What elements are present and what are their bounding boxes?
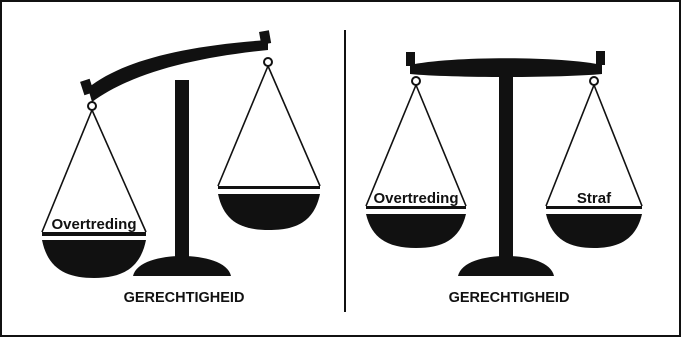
pan-bowl-left (42, 240, 146, 278)
pan-rim-right (218, 186, 320, 189)
pan-string-left-b (416, 85, 466, 206)
left-scale-caption: GERECHTIGHEID (124, 290, 245, 306)
hook-left (412, 77, 420, 85)
beam-cap-right (596, 51, 605, 65)
scale-pillar (175, 80, 189, 260)
pan-bowl-right (546, 214, 642, 248)
right-scale-right-pan-label: Straf (577, 190, 612, 207)
pan-string-right-a (218, 66, 268, 186)
hook-left (88, 102, 96, 110)
hook-right (590, 77, 598, 85)
hook-right (264, 58, 272, 66)
right-scale-left-pan-label: Overtreding (373, 190, 458, 207)
scale-pillar (499, 68, 513, 260)
pan-string-left-a (42, 110, 92, 232)
pan-string-right-b (594, 85, 642, 206)
right-scale-balanced: Overtreding Straf GERECHTIGHEID (366, 51, 642, 306)
pan-bowl-right (218, 194, 320, 230)
pan-string-left-b (92, 110, 146, 232)
beam-cap-left (406, 52, 415, 66)
pan-string-left-a (366, 85, 416, 206)
right-scale-caption: GERECHTIGHEID (449, 290, 570, 306)
scale-beam (410, 58, 602, 77)
pan-string-right-b (268, 66, 320, 186)
left-scale-pan-label: Overtreding (51, 216, 136, 233)
pan-string-right-a (546, 85, 594, 206)
pan-bowl-left (366, 214, 466, 248)
beam-cap-left (80, 79, 94, 95)
left-scale-unbalanced: Overtreding GERECHTIGHEID (42, 30, 320, 306)
